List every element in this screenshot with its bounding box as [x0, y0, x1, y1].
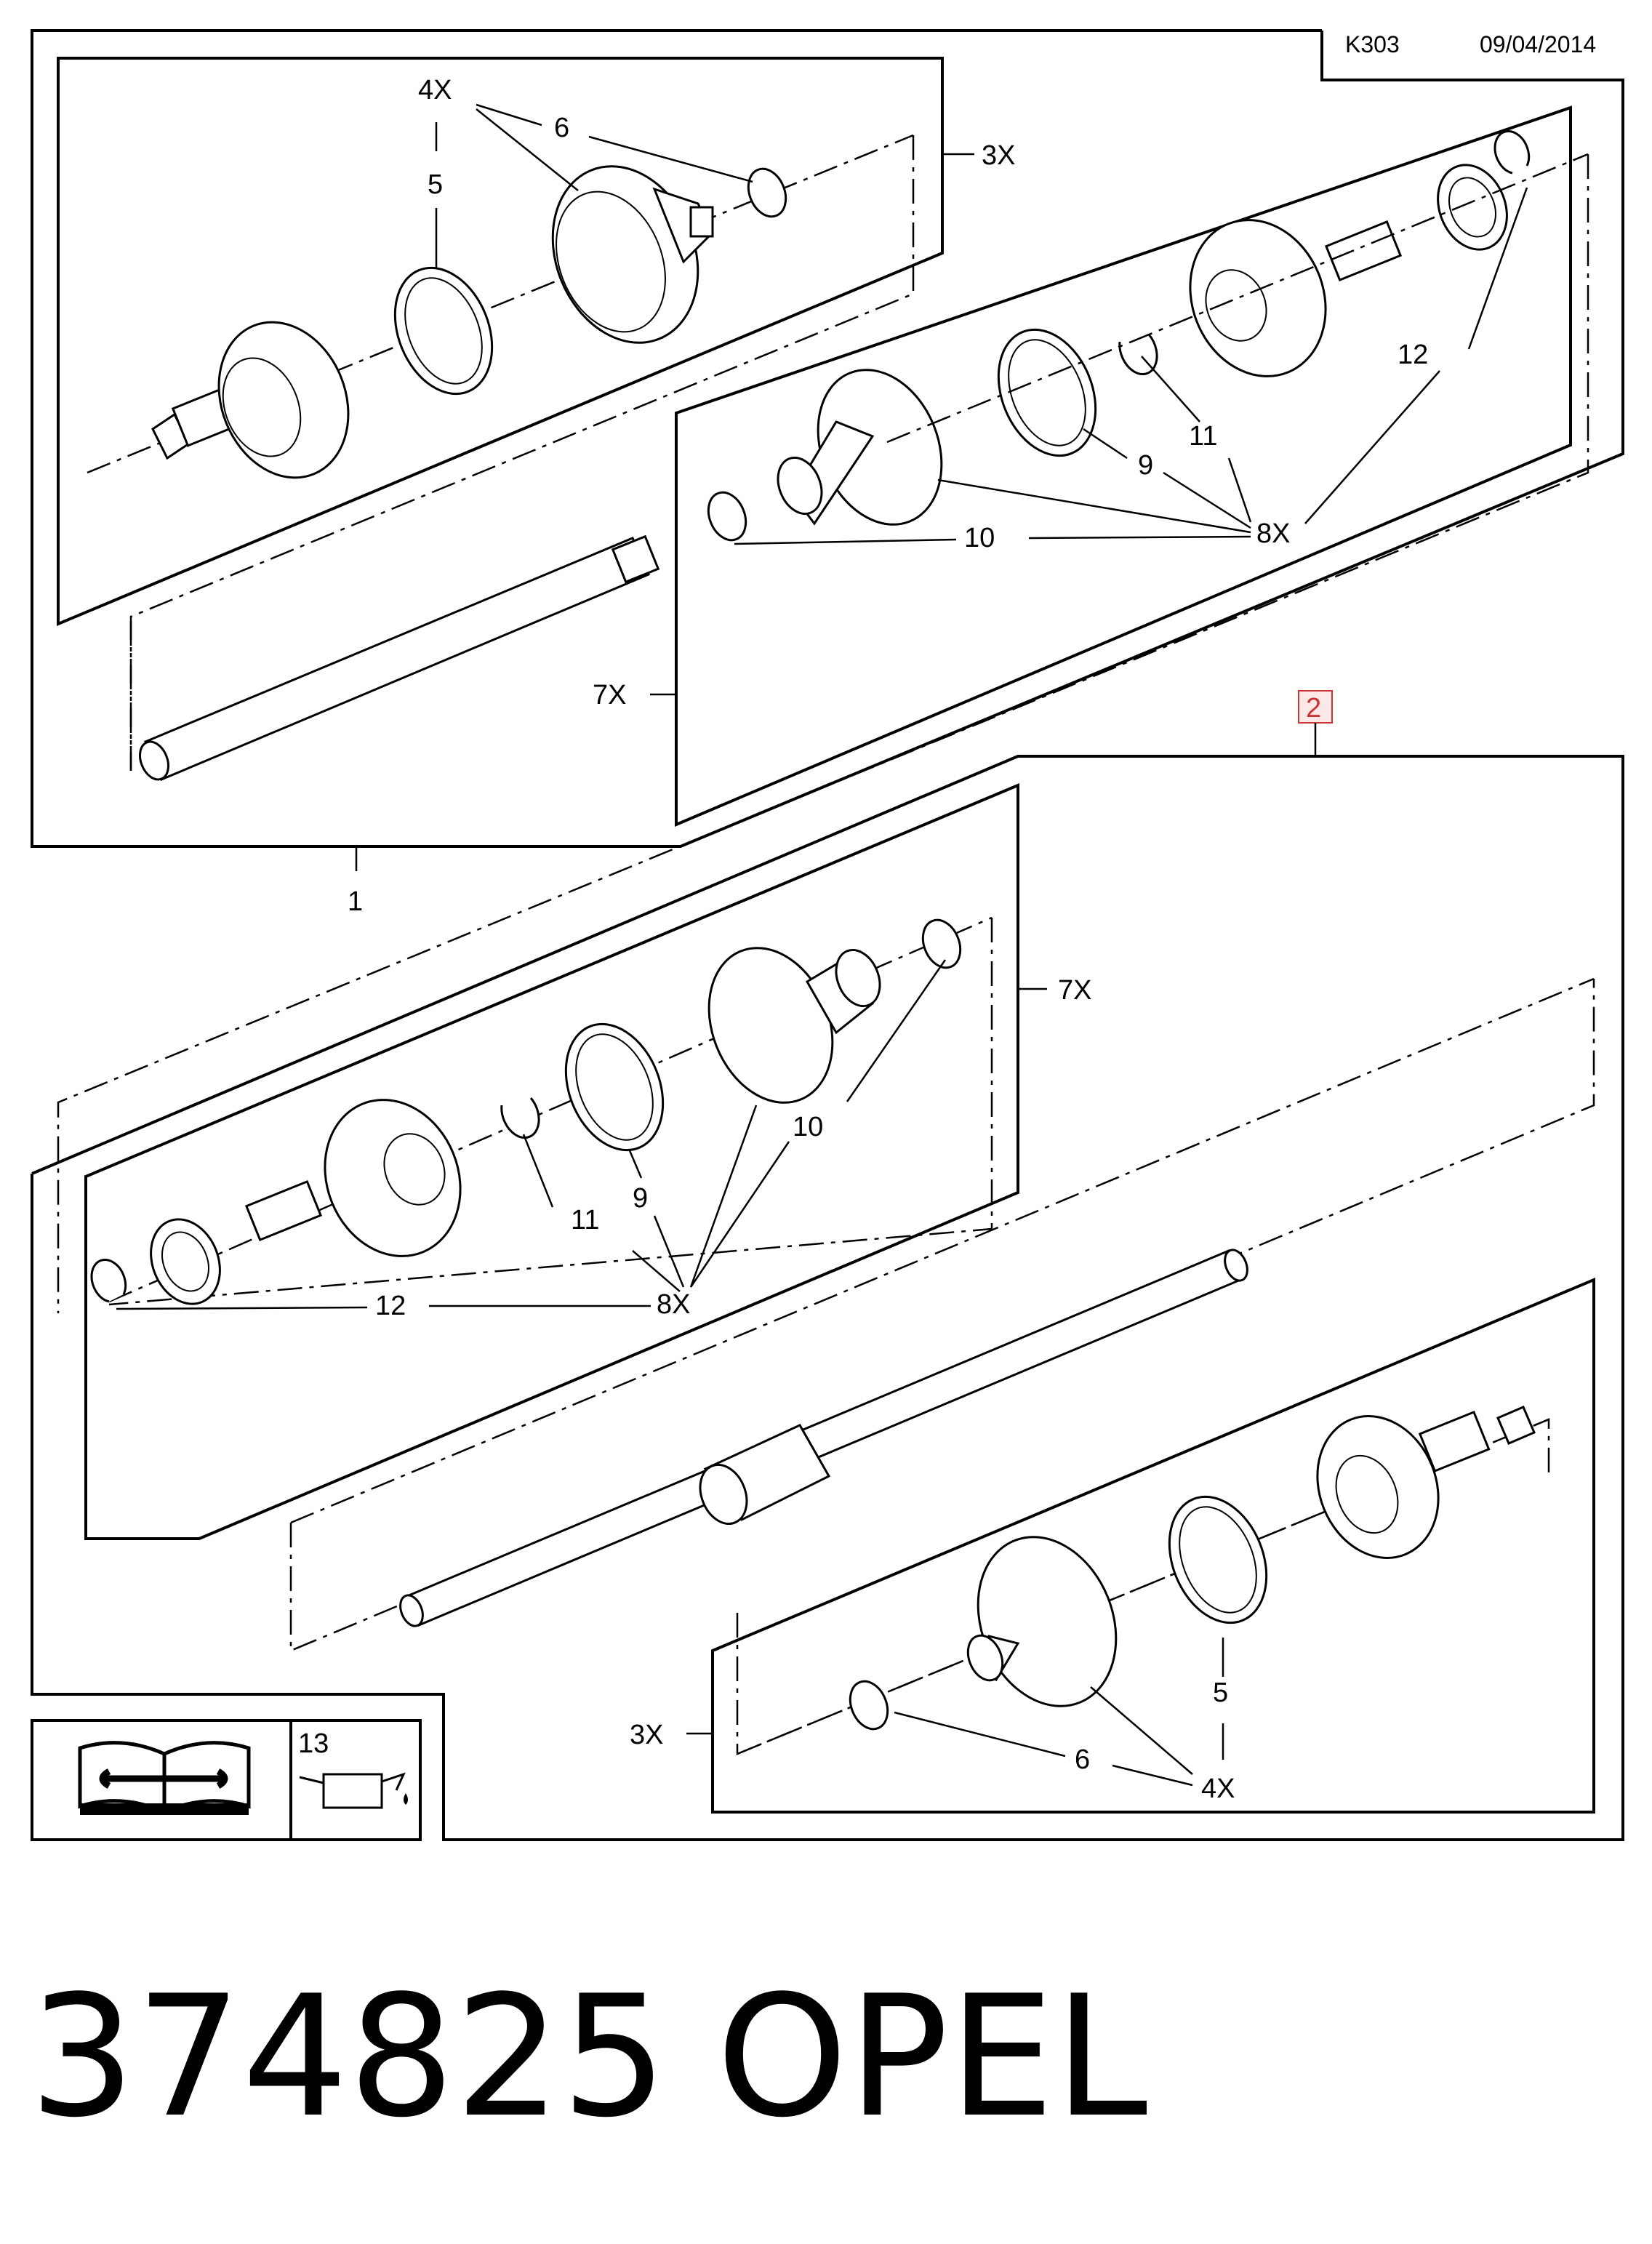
leader-10-clamp-bottom [846, 959, 947, 1102]
inner-tripod-joint-top [1189, 219, 1403, 377]
leader-11-circlip-top [1141, 356, 1200, 422]
kit-7x-panel-top [675, 105, 1572, 828]
callout-7x-top: 7X [593, 680, 626, 710]
callout-13: 13 [298, 1728, 329, 1759]
leader-8x-boot-bottom [689, 1105, 758, 1288]
callout-10-bottom: 10 [793, 1112, 823, 1142]
leader-8x-11-top [1227, 457, 1252, 523]
leader-8x-9-top [1163, 471, 1251, 529]
boot-clamp-large-bottom-inner [564, 1022, 665, 1152]
boot-clamp-large-bottom-inner-ring [575, 1033, 654, 1141]
leader-8x-12-top [1304, 370, 1440, 524]
snap-ring-bottom [90, 1258, 127, 1303]
diagram-code: K303 [1345, 31, 1400, 57]
boot-clamp-large-bottom [1168, 1495, 1268, 1624]
brand-name: OPEL [716, 1960, 1147, 2155]
boot-clamp-large-top [393, 266, 494, 396]
boot-clamp-large-top-inner [997, 328, 1097, 457]
seal-ring-top [1437, 164, 1508, 251]
callout-11-top: 11 [1189, 421, 1217, 452]
callout-12-bottom: 12 [375, 1291, 406, 1321]
callout-5-top: 5 [428, 169, 443, 200]
inner-boot-bottom [707, 947, 881, 1104]
boot-clamp-small-top [747, 167, 787, 218]
assembly-2-frame [31, 755, 1624, 1841]
boot-clamp-large-bottom-ring [1179, 1506, 1257, 1614]
callout-2: 2 [1306, 693, 1321, 724]
leader-4x-boot-bottom [1090, 1686, 1193, 1775]
callout-4x-bottom: 4X [1201, 1774, 1235, 1804]
leader-6-clamp-top [588, 135, 753, 183]
seal-ring-bottom [150, 1218, 221, 1305]
repair-manual-icon [78, 1741, 251, 1815]
inner-boot-top [777, 369, 943, 526]
leader-8x-11-bottom [632, 1250, 681, 1292]
callout-1: 1 [348, 886, 363, 917]
leader-8x-10-bottom [689, 1141, 790, 1288]
lubricant-can-icon [299, 1772, 408, 1809]
dash-boundary-3x-top [129, 135, 915, 771]
leader-10-clamp-top [734, 538, 957, 545]
callout-11-bottom: 11 [571, 1205, 599, 1235]
leader-8x-10-top [1028, 535, 1251, 540]
outer-cv-joint-bottom [1316, 1406, 1536, 1559]
boot-clamp-inner-top [404, 277, 483, 385]
outer-cv-joint-top [151, 321, 350, 479]
outer-boot-top [551, 165, 714, 344]
callout-6-bottom: 6 [1075, 1744, 1090, 1775]
leader-6-4x-bottom [1112, 1764, 1193, 1787]
seal-ring-bottom-inner [161, 1231, 209, 1292]
drive-shaft-bottom [399, 1249, 1248, 1627]
kit-3x-panel-top [57, 57, 944, 627]
circlip-bottom [500, 1097, 540, 1139]
diagram-date: 09/04/2014 [1480, 31, 1596, 57]
leader-4x-6-top [476, 103, 542, 127]
info-box [31, 1719, 422, 1841]
kit-7x-panel-bottom [84, 782, 1019, 1540]
callout-6-top: 6 [554, 113, 569, 143]
drive-shaft-top [138, 534, 660, 781]
callout-5-bottom: 5 [1213, 1678, 1228, 1708]
callout-7x-bottom: 7X [1058, 975, 1091, 1006]
seal-ring-top-inner [1448, 177, 1496, 238]
callout-8x-bottom: 8X [657, 1289, 690, 1320]
dash-boundary-7x-bottom [108, 918, 993, 1306]
leader-8x-9-bottom [653, 1215, 685, 1288]
leader-11-circlip-bottom [522, 1134, 554, 1208]
outer-boot-bottom [966, 1536, 1118, 1707]
assembly-1-frame [31, 29, 1624, 848]
callout-9-top: 9 [1138, 450, 1153, 481]
leader-6-clamp-bottom [894, 1711, 1066, 1758]
leader-12-ring-top [1467, 187, 1528, 350]
boot-clamp-small-bottom [849, 1680, 889, 1731]
boot-clamp-small-top-inner [707, 491, 747, 542]
snap-ring-top [1493, 129, 1531, 175]
inner-tripod-joint-bottom [244, 1099, 462, 1257]
part-number: 374825 [29, 1960, 667, 2155]
callout-3x-top: 3X [982, 140, 1015, 171]
leader-8x-boot-top [937, 478, 1251, 534]
callout-8x-top: 8X [1256, 518, 1290, 549]
dash-axis-shaft-bottom [290, 977, 1595, 1524]
callout-3x-bottom: 3X [630, 1720, 663, 1750]
dash-boundary-7x-top [57, 154, 1589, 1313]
leader-9-clamp-top [1083, 428, 1128, 460]
leader-9-clamp-bottom [627, 1148, 643, 1179]
dash-axis-inner-top [886, 153, 1589, 444]
boot-clamp-large-top-inner-ring [1008, 339, 1086, 446]
boot-clamp-small-bottom-inner [921, 918, 962, 969]
leader-4x-boot-top [476, 108, 579, 191]
callout-9-bottom: 9 [633, 1183, 648, 1214]
leader-12-ring-bottom [116, 1306, 368, 1310]
callout-12-top: 12 [1398, 340, 1428, 370]
callout-4x-top: 4X [418, 75, 452, 105]
callout-10-top: 10 [964, 523, 995, 553]
kit-3x-panel-bottom [711, 1277, 1595, 1814]
